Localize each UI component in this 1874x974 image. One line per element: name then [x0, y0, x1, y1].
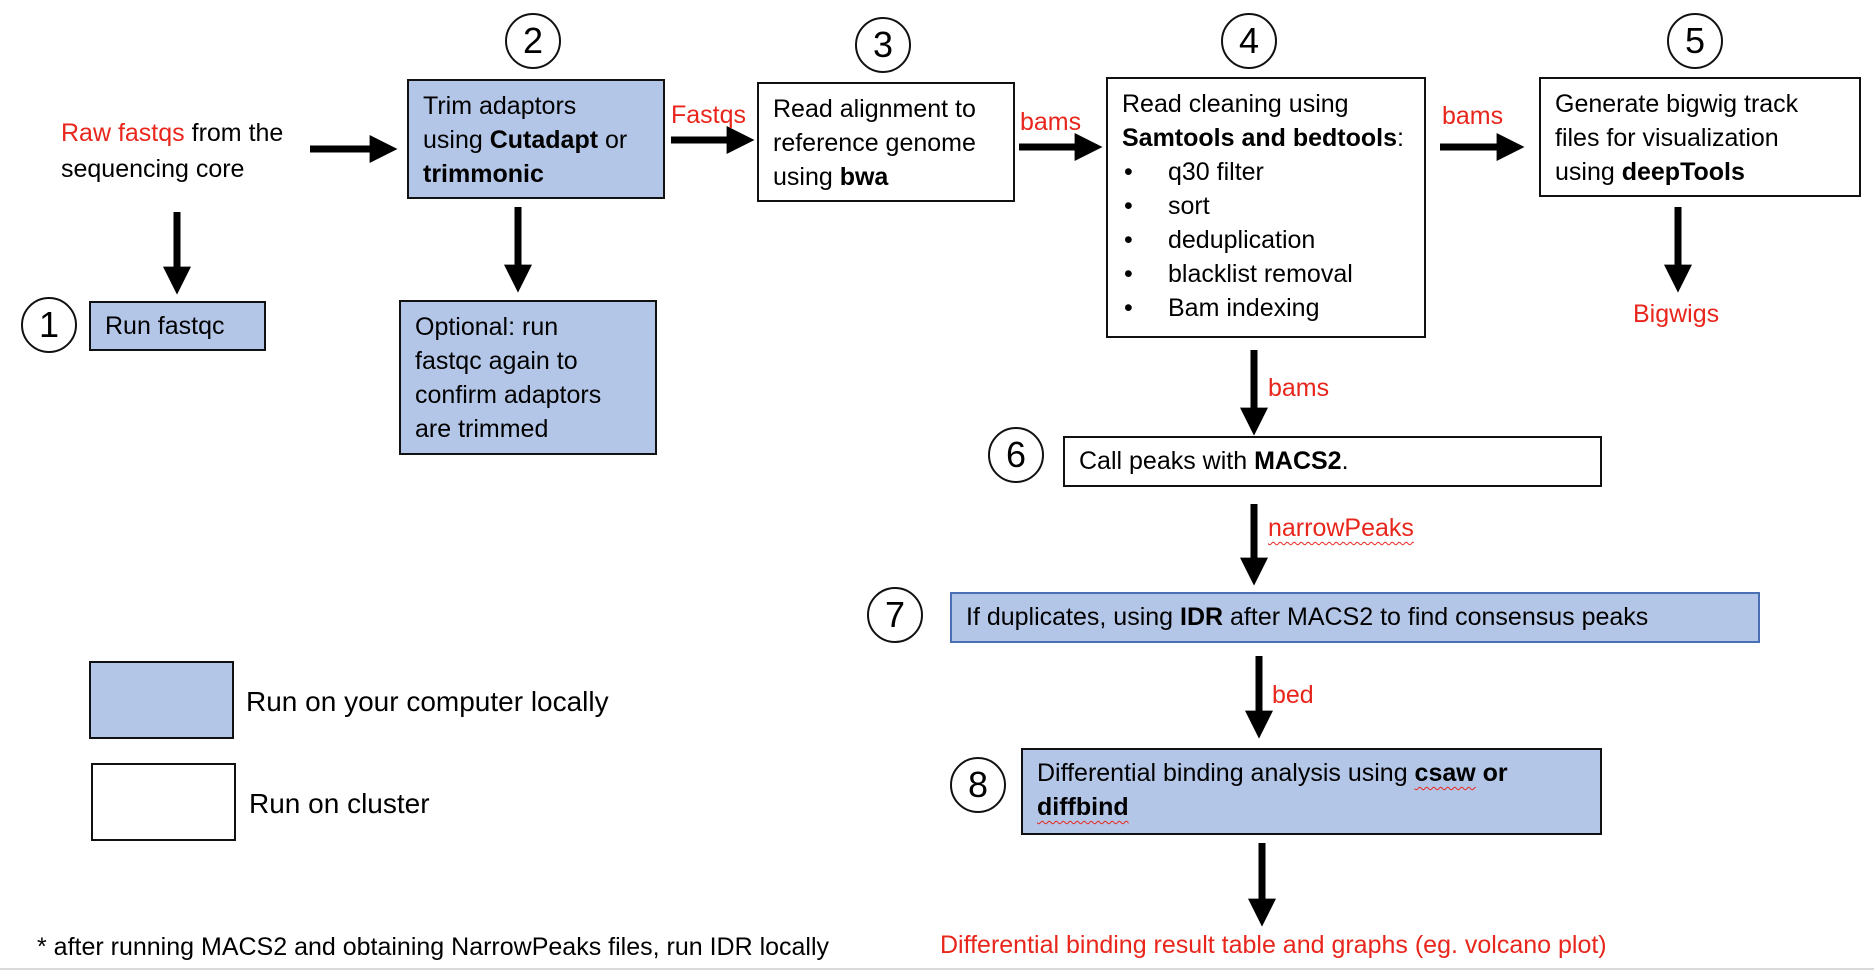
diff-or-text: or — [1475, 759, 1508, 787]
clean-colon: : — [1397, 124, 1404, 152]
trimmonic-text: trimmonic — [423, 160, 544, 188]
list-item: Bam indexing — [1122, 291, 1410, 325]
bwa-text: bwa — [839, 163, 889, 191]
raw-fastqs-text: Raw fastqs — [61, 119, 185, 147]
bigwig-line3a: using — [1555, 158, 1622, 186]
bottom-divider — [0, 968, 1874, 970]
bigwig-line2: files for visualization — [1555, 124, 1779, 152]
csaw-text: csaw — [1414, 759, 1476, 787]
cutadapt-text: Cutadapt — [489, 126, 599, 154]
step-3-marker: 3 — [855, 17, 911, 73]
step-1-marker: 1 — [21, 297, 77, 353]
start-rest-line2: sequencing core — [61, 155, 245, 183]
bigwigs-output-label: Bigwigs — [1633, 300, 1720, 328]
bigwig-box: Generate bigwig track files for visualiz… — [1539, 77, 1861, 197]
legend-local-text: Run on your computer locally — [246, 686, 609, 717]
idr-box: If duplicates, using IDR after MACS2 to … — [950, 592, 1760, 643]
narrowpeaks-arrow-label: narrowPeaks — [1268, 514, 1414, 542]
trim-line2c: or — [598, 126, 628, 154]
clean-line1: Read cleaning using — [1122, 90, 1349, 118]
list-item: q30 filter — [1122, 155, 1410, 189]
step-2-marker: 2 — [505, 13, 561, 69]
align-line1: Read alignment to — [773, 95, 976, 123]
list-item: deduplication — [1122, 223, 1410, 257]
list-item: sort — [1122, 189, 1410, 223]
optional-fastqc-box: Optional: run fastqc again to confirm ad… — [399, 300, 657, 455]
idr-text-a: If duplicates, using — [966, 603, 1181, 631]
align-line2: reference genome — [773, 129, 976, 157]
bams-arrow-label-3: bams — [1268, 374, 1330, 402]
list-item: blacklist removal — [1122, 257, 1410, 291]
run-fastqc-box: Run fastqc — [89, 301, 266, 351]
samtools-bedtools-text: Samtools and bedtools — [1122, 124, 1398, 152]
bams-arrow-label-1: bams — [1020, 108, 1082, 136]
deeptools-text: deepTools — [1621, 158, 1745, 186]
optional-line3: confirm adaptors — [415, 381, 602, 409]
diff-text-a: Differential binding analysis using — [1037, 759, 1415, 787]
optional-line2: fastqc again to — [415, 347, 578, 375]
idr-text-c: after MACS2 to find consensus peaks — [1223, 603, 1649, 631]
call-peaks-box: Call peaks with MACS2. — [1063, 436, 1602, 487]
footnote-text: * after running MACS2 and obtaining Narr… — [37, 933, 830, 961]
diff-result-output-label: Differential binding result table and gr… — [940, 931, 1607, 959]
start-input-label: Raw fastqs from the sequencing core — [61, 115, 283, 187]
idr-bold-text: IDR — [1180, 603, 1224, 631]
bed-arrow-label: bed — [1272, 681, 1314, 709]
step-6-marker: 6 — [988, 427, 1044, 483]
trim-line1: Trim adaptors — [423, 92, 577, 120]
trim-adaptors-box: Trim adaptors using Cutadapt or trimmoni… — [407, 79, 665, 199]
step-4-marker: 4 — [1221, 13, 1277, 69]
cleaning-steps-list: q30 filter sort deduplication blacklist … — [1122, 155, 1410, 325]
start-rest-line1: from the — [184, 119, 284, 147]
read-alignment-box: Read alignment to reference genome using… — [757, 82, 1015, 202]
run-fastqc-text: Run fastqc — [105, 312, 225, 340]
legend-cluster-text: Run on cluster — [249, 788, 430, 819]
read-cleaning-box: Read cleaning using Samtools and bedtool… — [1106, 77, 1426, 338]
differential-binding-box: Differential binding analysis using csaw… — [1021, 748, 1602, 835]
legend-local-swatch — [89, 661, 234, 739]
step-7-marker: 7 — [867, 587, 923, 643]
optional-line4: are trimmed — [415, 415, 549, 443]
step-5-marker: 5 — [1667, 13, 1723, 69]
macs2-text: MACS2 — [1254, 447, 1342, 475]
peaks-text-a: Call peaks with — [1079, 447, 1255, 475]
bigwig-line1: Generate bigwig track — [1555, 90, 1799, 118]
optional-line1: Optional: run — [415, 313, 559, 341]
bams-arrow-label-2: bams — [1442, 102, 1504, 130]
legend-cluster-swatch — [91, 763, 236, 841]
peaks-text-c: . — [1341, 447, 1349, 475]
align-line3a: using — [773, 163, 840, 191]
diffbind-text: diffbind — [1037, 793, 1129, 821]
fastqs-arrow-label: Fastqs — [671, 101, 747, 129]
trim-line2a: using — [423, 126, 490, 154]
step-8-marker: 8 — [950, 757, 1006, 813]
